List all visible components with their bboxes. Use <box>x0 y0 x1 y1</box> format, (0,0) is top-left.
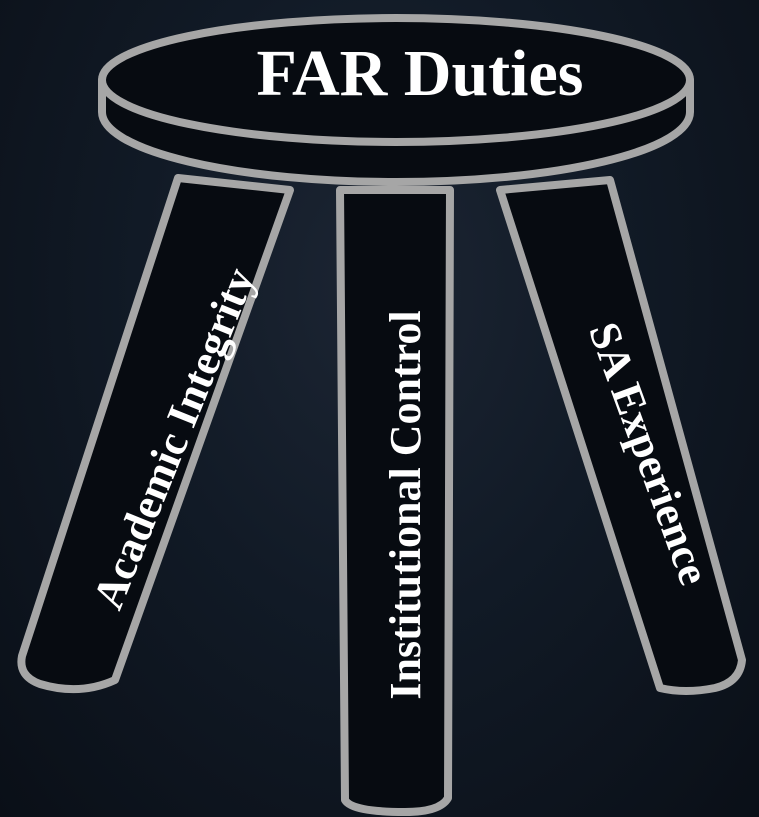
leg-left: Academic Integrity <box>17 174 294 694</box>
leg-center: Institutional Control <box>336 186 454 816</box>
leg-right: SA Experience <box>496 176 746 695</box>
leg-right-shape <box>496 176 746 695</box>
seat: FAR Duties <box>98 14 694 186</box>
leg-center-label: Institutional Control <box>381 310 430 699</box>
seat-label: FAR Duties <box>257 37 584 110</box>
seat-top <box>98 14 694 146</box>
leg-center-shape <box>336 186 454 816</box>
leg-left-shape <box>17 174 294 694</box>
